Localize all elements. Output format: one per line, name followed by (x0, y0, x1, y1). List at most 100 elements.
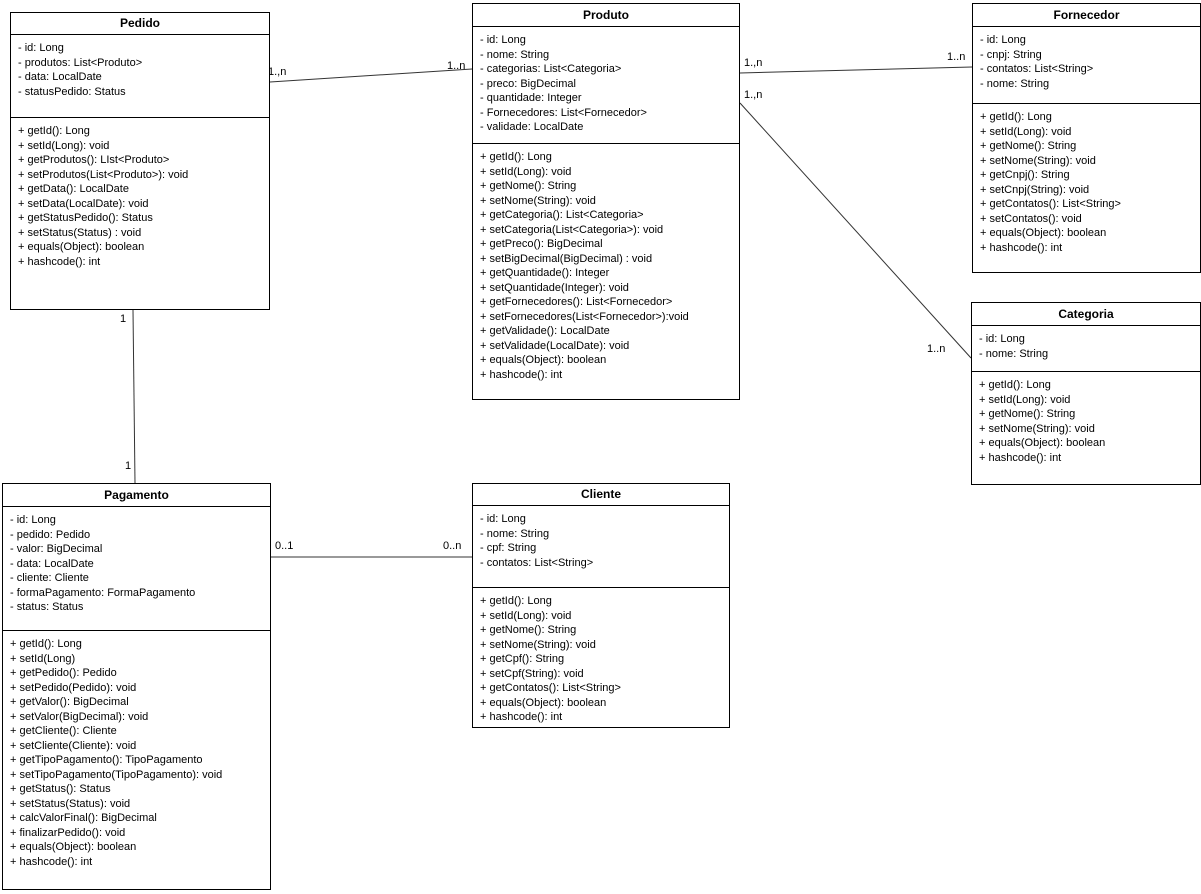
method: + setNome(String): void (480, 194, 596, 207)
method: + setFornecedores(List<Fornecedor>):void (480, 310, 689, 323)
method: + setCpf(String): void (480, 667, 584, 680)
method: + getId(): Long (10, 638, 82, 650)
method: + getFornecedores(): List<Fornecedor> (480, 296, 673, 308)
association-pedido-produto (269, 68, 473, 83)
method: + setId(Long): void (980, 125, 1072, 138)
method: + setData(LocalDate): void (18, 197, 149, 210)
class-title: Produto (473, 4, 739, 27)
method: + setNome(String): void (980, 154, 1096, 167)
attribute: - cliente: Cliente (10, 572, 89, 584)
attribute: - statusPedido: Status (18, 85, 126, 98)
method: + getQuantidade(): Integer (480, 267, 610, 279)
method: + getPedido(): Pedido (10, 667, 117, 679)
method: + getNome(): String (480, 180, 577, 192)
association-produto-fornecedor (739, 66, 973, 74)
attribute: - contatos: List<String> (480, 556, 594, 569)
method: + getId(): Long (18, 125, 90, 137)
multiplicity-label: 1..n (927, 343, 946, 355)
attribute: - categorias: List<Categoria> (480, 63, 622, 75)
attributes-section: - id: Long - pedido: Pedido - valor: BigDe… (3, 507, 270, 631)
attributes-section: - id: Long - nome: String (972, 326, 1200, 372)
attribute: - pedido: Pedido (10, 528, 91, 541)
method: + getValidade(): LocalDate (480, 325, 610, 337)
method: + getCategoria(): List<Categoria> (480, 209, 644, 221)
method: + getCpf(): String (480, 653, 565, 665)
method: + hashcode(): int (18, 255, 101, 268)
method: + getProdutos(): LIst<Produto> (18, 154, 170, 166)
multiplicity-label: 0..1 (275, 540, 294, 552)
method: + setCnpj(String): void (980, 183, 1090, 196)
multiplicity-label: 1.,n (268, 66, 287, 78)
method: + getStatus(): Status (10, 783, 111, 795)
method: + setNome(String): void (480, 638, 596, 651)
association-produto-categoria (739, 102, 972, 359)
attribute: - produtos: List<Produto> (18, 56, 143, 69)
attribute: - data: LocalDate (18, 71, 102, 83)
attribute: - id: Long (10, 514, 56, 526)
method: + equals(Object): boolean (10, 841, 137, 853)
attribute: - preco: BigDecimal (480, 77, 576, 90)
attribute: - contatos: List<String> (980, 63, 1094, 75)
methods-section: + getId(): Long+ setId(Long): void+ getN… (473, 588, 729, 727)
multiplicity-label: 1..n (947, 51, 966, 63)
method: + setNome(String): void (979, 422, 1095, 435)
methods-section: + getId(): Long+ setId(Long): void+ getP… (11, 118, 269, 309)
method: + getStatusPedido(): Status (18, 212, 153, 224)
attribute: - id: Long (18, 42, 64, 54)
association-pedido-pagamento (132, 309, 136, 484)
method: + getValor(): BigDecimal (10, 696, 129, 708)
method: + equals(Object): boolean (18, 241, 145, 253)
attribute: - id: Long (979, 333, 1025, 345)
class-box-produto[interactable]: Produto - id: Long- nome: String- catego… (472, 3, 740, 400)
method: + setQuantidade(Integer): void (480, 281, 629, 294)
method: + setValor(BigDecimal): void (10, 710, 149, 723)
class-box-categoria[interactable]: Categoria - id: Long- nome: String + get… (971, 302, 1201, 485)
methods-section: + getId(): Long + setId(Long): void + getN… (972, 372, 1200, 484)
attribute: - valor: BigDecimal (10, 543, 103, 555)
attribute: - formaPagamento: FormaPagamento (10, 586, 196, 599)
method: + setCategoria(List<Categoria>): void (480, 223, 664, 236)
method: + getTipoPagamento(): TipoPagamento (10, 754, 203, 766)
method: + getNome(): String (979, 408, 1076, 420)
attribute: - Fornecedores: List<Fornecedor> (480, 106, 647, 119)
class-box-cliente[interactable]: Cliente - id: Long- nome: String- cpf: S… (472, 483, 730, 728)
methods-section: + getId(): Long+ setId(Long): void+ getN… (473, 144, 739, 399)
method: + equals(Object): boolean (979, 437, 1106, 449)
attributes-section: - id: Long- cnpj: String- contatos: List… (973, 27, 1200, 104)
method: + hashcode(): int (10, 855, 93, 868)
method: + setStatus(Status) : void (18, 226, 142, 239)
method: + equals(Object): boolean (480, 354, 607, 366)
attribute: - id: Long (980, 34, 1026, 46)
method: + equals(Object): boolean (480, 696, 607, 709)
attribute: - status: Status (10, 601, 84, 613)
class-box-pagamento[interactable]: Pagamento - id: Long- pedido: Pedido- va… (2, 483, 271, 890)
method: + finalizarPedido(): void (10, 826, 126, 839)
method: + hashcode(): int (979, 451, 1062, 464)
method: + getCnpj(): String (980, 169, 1070, 181)
method: + getId(): Long (480, 595, 552, 607)
attribute: - nome: String (979, 347, 1049, 360)
method: + getPreco(): BigDecimal (480, 238, 603, 250)
class-box-fornecedor[interactable]: Fornecedor - id: Long- cnpj: String- con… (972, 3, 1201, 273)
method: + setId(Long): void (480, 609, 572, 622)
attribute: - nome: String (980, 77, 1050, 90)
method: + hashcode(): int (480, 368, 563, 381)
method: + setPedido(Pedido): void (10, 681, 137, 694)
attribute: - id: Long (480, 513, 526, 525)
methods-section: + getId(): Long + setId(Long) + getPedido(… (3, 631, 270, 889)
method: + hashcode(): int (480, 711, 563, 723)
method: + setId(Long): void (979, 393, 1071, 406)
attribute: - nome: String (480, 48, 550, 61)
class-title: Cliente (473, 484, 729, 506)
method: + setId(Long) (10, 652, 76, 665)
class-box-pedido[interactable]: Pedido - id: Long- produtos: List<Produt… (10, 12, 270, 310)
method: + calcValorFinal(): BigDecimal (10, 812, 157, 824)
method: + getId(): Long (979, 379, 1051, 391)
method: + setContatos(): void (980, 212, 1082, 225)
attributes-section: - id: Long - produtos: List<Produto> - dat… (11, 35, 269, 118)
method: + setTipoPagamento(TipoPagamento): void (10, 768, 223, 781)
method: + getId(): Long (480, 151, 552, 163)
method: + hashcode(): int (980, 241, 1063, 254)
